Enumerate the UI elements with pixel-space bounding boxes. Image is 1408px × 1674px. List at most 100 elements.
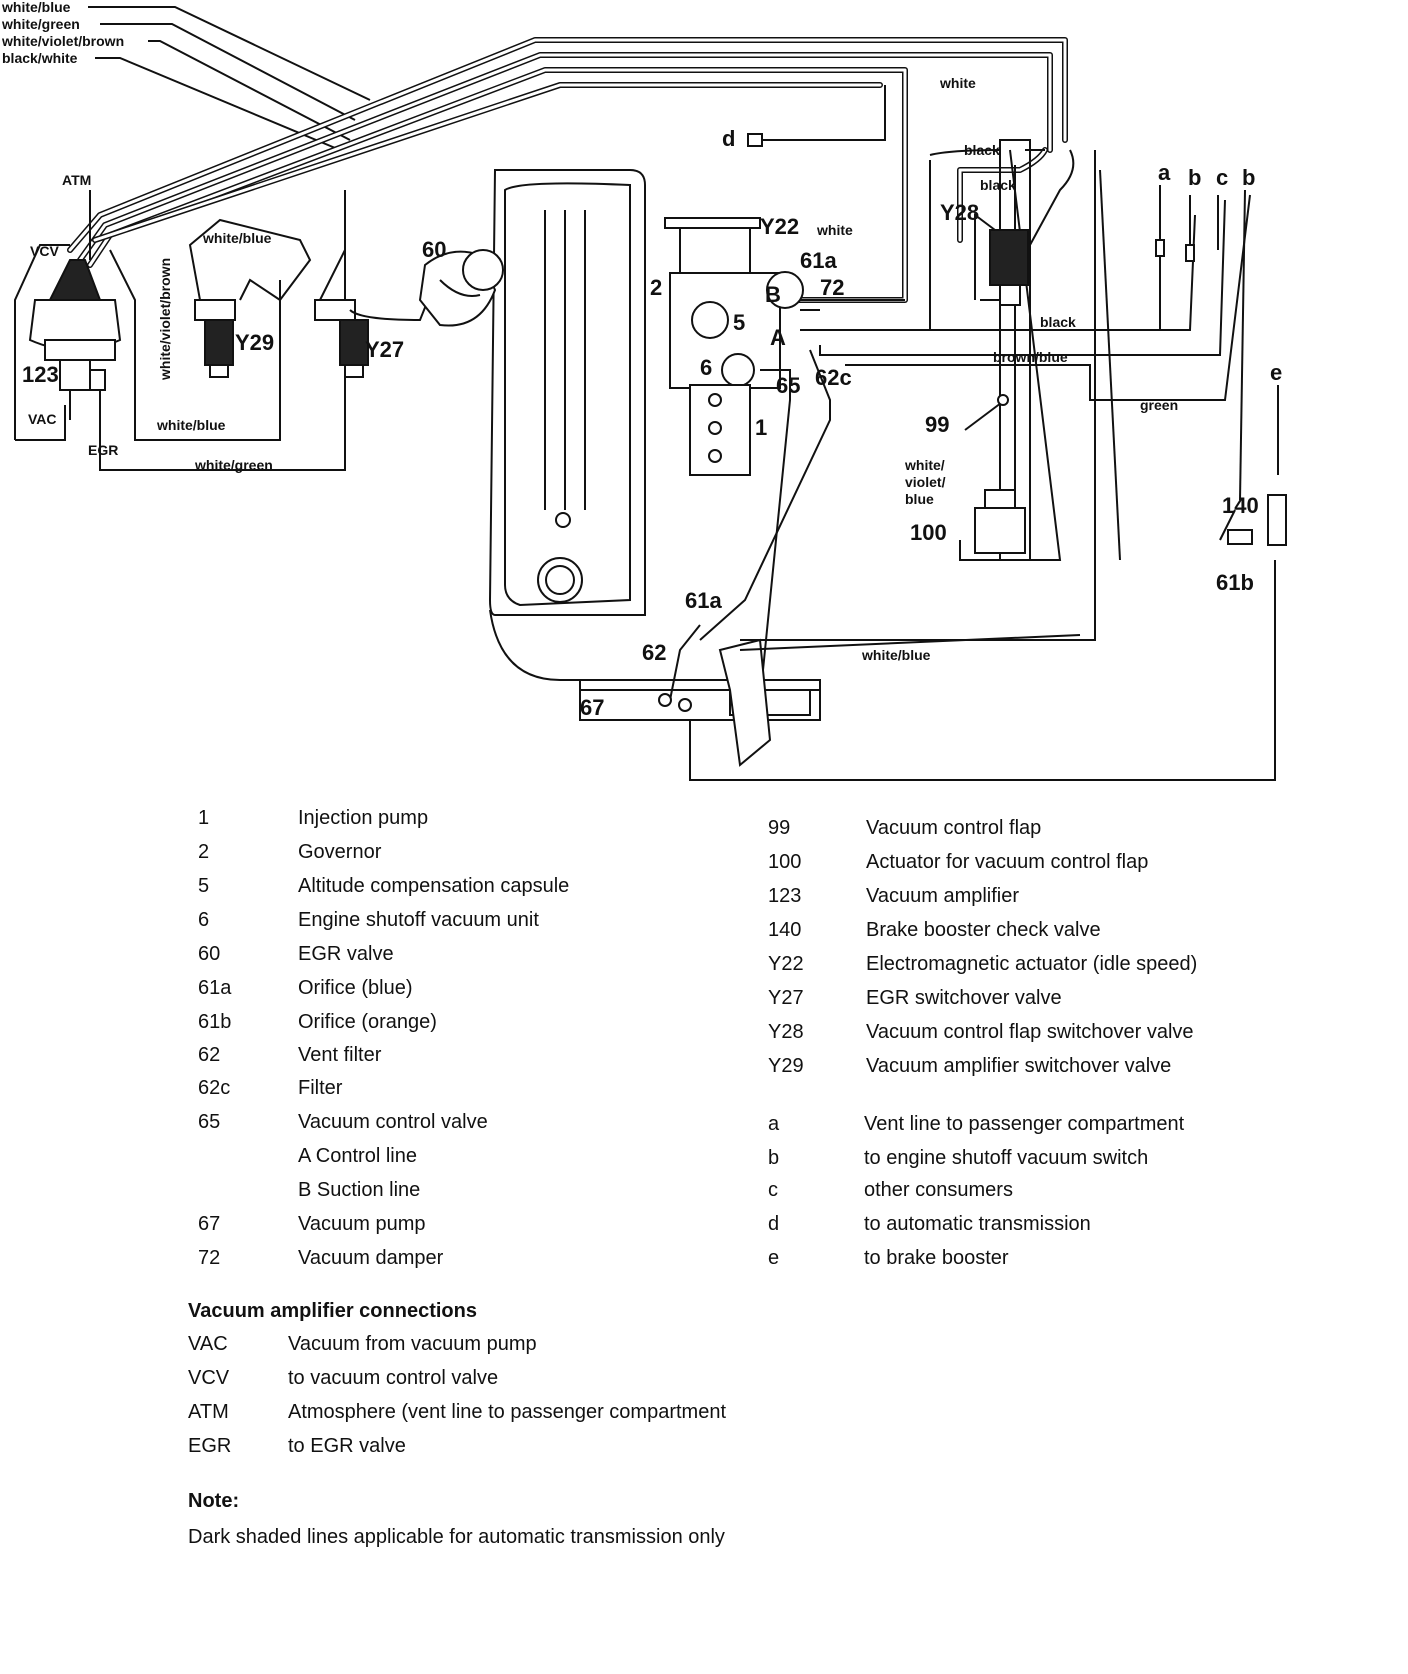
topleft-wire-labels: white/blue white/green white/violet/brow… xyxy=(1,0,371,151)
vacuum-diagram: white/blue white/green white/violet/brow… xyxy=(1,0,1287,781)
label-line-black3: black xyxy=(1040,314,1076,330)
label-atm: ATM xyxy=(62,172,91,188)
label-B: B xyxy=(765,282,781,307)
label-62c: 62c xyxy=(815,365,852,390)
vacuum-amplifier xyxy=(14,244,346,471)
legend-desc: B Suction line xyxy=(298,1179,421,1201)
label-5: 5 xyxy=(733,310,745,335)
label-y28: Y28 xyxy=(940,200,979,225)
legend-desc: Vent filter xyxy=(298,1044,382,1066)
abcb-ends: a b c b xyxy=(1155,160,1255,501)
legend-desc: Vacuum from vacuum pump xyxy=(288,1333,537,1355)
legend-desc: to automatic transmission xyxy=(864,1213,1091,1235)
legend-code: 5 xyxy=(198,875,210,897)
label-2: 2 xyxy=(650,275,662,300)
legend-desc: other consumers xyxy=(864,1179,1013,1201)
label-a: a xyxy=(1158,160,1171,185)
legend-code: 2 xyxy=(198,841,210,863)
label-100: 100 xyxy=(910,520,947,545)
legend-code: 61a xyxy=(198,977,232,999)
label-line-white-blue-left: white/blue xyxy=(156,417,226,433)
legend-code: 72 xyxy=(198,1247,221,1269)
legend-desc: Vacuum control flap xyxy=(866,817,1042,839)
legend-code: b xyxy=(768,1147,780,1169)
legend-desc: to brake booster xyxy=(864,1247,1009,1269)
legend-code: VCV xyxy=(188,1367,230,1389)
note-title: Note: xyxy=(188,1490,240,1512)
legend-code: e xyxy=(768,1247,780,1269)
legend-code: 6 xyxy=(198,909,210,931)
legend-code: c xyxy=(768,1179,778,1201)
vacuum-pump xyxy=(579,150,1096,767)
legend-desc: Atmosphere (vent line to passenger compa… xyxy=(288,1401,726,1423)
brake-booster-line: e 140 61b xyxy=(689,360,1287,781)
label-line-black2: black xyxy=(980,177,1016,193)
egr-valve xyxy=(418,249,504,327)
legend-desc: Injection pump xyxy=(298,807,429,829)
label-72: 72 xyxy=(820,275,844,300)
y27-valve xyxy=(314,190,431,378)
legend-desc: Orifice (blue) xyxy=(298,977,413,999)
legend-desc: to EGR valve xyxy=(288,1435,406,1457)
legend-code: Y28 xyxy=(768,1021,804,1043)
label-6: 6 xyxy=(700,355,712,380)
label-61a-top: 61a xyxy=(800,248,837,273)
label-egr: EGR xyxy=(88,442,118,458)
legend-code: 140 xyxy=(768,919,802,941)
label-67: 67 xyxy=(580,695,604,720)
legend-desc: Governor xyxy=(298,841,382,863)
legend-code: EGR xyxy=(188,1435,232,1457)
legend-code: Y29 xyxy=(768,1055,804,1077)
legend-desc: Actuator for vacuum control flap xyxy=(866,851,1149,873)
legend-code: 62c xyxy=(198,1077,231,1099)
note-text: Dark shaded lines applicable for automat… xyxy=(188,1526,725,1548)
legend-desc: EGR switchover valve xyxy=(866,987,1062,1009)
legend-desc: Electromagnetic actuator (idle speed) xyxy=(866,953,1198,975)
legend-desc: to engine shutoff vacuum switch xyxy=(864,1147,1149,1169)
legend-code: 1 xyxy=(198,807,210,829)
label-line-white: white xyxy=(939,75,976,91)
label-line-brown-blue: brown/blue xyxy=(993,349,1068,365)
legend-desc: Orifice (orange) xyxy=(298,1011,437,1033)
legend-desc: Filter xyxy=(298,1077,343,1099)
label-c: c xyxy=(1216,165,1228,190)
legend-desc: Vent line to passenger compartment xyxy=(864,1113,1185,1135)
legend-desc: EGR valve xyxy=(298,943,394,965)
label-65: 65 xyxy=(776,373,800,398)
legend-code: Y27 xyxy=(768,987,804,1009)
label-y27: Y27 xyxy=(365,337,404,362)
label-140: 140 xyxy=(1222,493,1259,518)
legend-desc: Vacuum pump xyxy=(298,1213,426,1235)
legend-desc: Engine shutoff vacuum unit xyxy=(298,909,539,931)
legend-desc: Altitude compensation capsule xyxy=(298,875,570,897)
legend-desc: Brake booster check valve xyxy=(866,919,1101,941)
legend-desc: to vacuum control valve xyxy=(288,1367,499,1389)
legend-code: Y22 xyxy=(768,953,804,975)
legend-desc: Vacuum damper xyxy=(298,1247,444,1269)
legend-code: 65 xyxy=(198,1111,221,1133)
label-1: 1 xyxy=(755,415,767,440)
wire-label-white-violet-brown: white/violet/brown xyxy=(1,33,124,49)
label-line-white-blue-mid: white/blue xyxy=(202,230,272,246)
legend-code: 123 xyxy=(768,885,802,907)
label-vcv: VCV xyxy=(30,243,59,259)
amp-connections-title: Vacuum amplifier connections xyxy=(188,1300,477,1322)
vacuum-flap-actuator xyxy=(959,394,1026,561)
label-60: 60 xyxy=(422,237,446,262)
label-line-black: black xyxy=(964,142,1000,158)
label-A: A xyxy=(770,325,786,350)
label-line-white-violet-blue: white/violet/blue xyxy=(904,457,946,507)
label-e: e xyxy=(1270,360,1282,385)
label-d: d xyxy=(722,126,735,151)
label-y29: Y29 xyxy=(235,330,274,355)
label-123: 123 xyxy=(22,362,59,387)
legend-code: 99 xyxy=(768,817,791,839)
label-b1: b xyxy=(1188,165,1201,190)
label-line-white-y22: white xyxy=(816,222,853,238)
legend-desc: Vacuum amplifier switchover valve xyxy=(866,1055,1172,1077)
legend-desc: Vacuum amplifier xyxy=(866,885,1020,907)
label-y22: Y22 xyxy=(760,214,799,239)
label-vac: VAC xyxy=(28,411,57,427)
legend-code: ATM xyxy=(188,1401,229,1423)
wire-label-black-white: black/white xyxy=(2,50,78,66)
